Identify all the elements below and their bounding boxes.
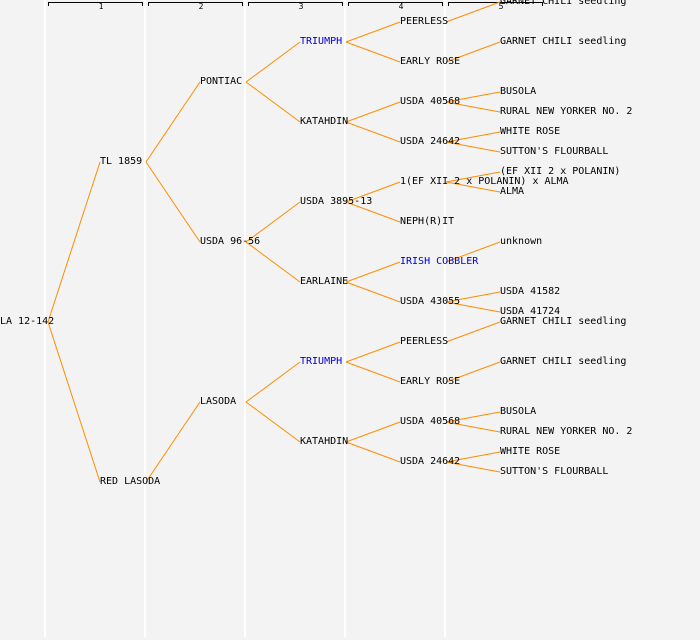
pedigree-connector [345, 21, 401, 43]
pedigree-connector [345, 101, 401, 123]
column-separator [144, 0, 146, 637]
pedigree-node: SUTTON'S FLOURBALL [500, 466, 609, 477]
pedigree-connector [245, 401, 301, 443]
generation-bracket [148, 2, 243, 6]
pedigree-connector [445, 131, 501, 143]
pedigree-node: USDA 24642 [400, 136, 461, 147]
pedigree-node: USDA 24642 [400, 456, 461, 467]
column-separator [44, 0, 46, 637]
pedigree-connector [445, 241, 501, 263]
pedigree-node: SUTTON'S FLOURBALL [500, 146, 609, 157]
pedigree-node: GARNET CHILI seedling [500, 0, 627, 7]
pedigree-connector [445, 101, 501, 113]
pedigree-node: KATAHDIN [300, 436, 349, 447]
pedigree-connector [47, 321, 101, 483]
pedigree-node: RED LASODA [100, 476, 161, 487]
generation-bracket [348, 2, 443, 6]
pedigree-node: BUSOLA [500, 86, 537, 97]
column-separator [244, 0, 246, 637]
column-separator [344, 0, 346, 637]
pedigree-node: KATAHDIN [300, 116, 349, 127]
pedigree-node: RURAL NEW YORKER NO. 2 [500, 106, 633, 117]
pedigree-node-link[interactable]: IRISH COBBLER [400, 256, 479, 267]
pedigree-connector [345, 341, 401, 363]
pedigree-connector [445, 321, 501, 343]
pedigree-node-link[interactable]: TRIUMPH [300, 36, 343, 47]
pedigree-connector [345, 201, 401, 223]
pedigree-node: unknown [500, 236, 543, 247]
pedigree-node: ALMA [500, 186, 525, 197]
pedigree-node: GARNET CHILI seedling [500, 316, 627, 327]
pedigree-node: 1(EF XII 2 x POLANIN) x ALMA [400, 176, 569, 187]
pedigree-connector [345, 281, 401, 303]
pedigree-node: USDA 41582 [500, 286, 561, 297]
pedigree-connector [445, 451, 501, 463]
pedigree-node: (EF XII 2 x POLANIN) [500, 166, 621, 177]
pedigree-node: RURAL NEW YORKER NO. 2 [500, 426, 633, 437]
pedigree-node: BUSOLA [500, 406, 537, 417]
pedigree-connector [245, 241, 301, 283]
pedigree-node: NEPH(R)IT [400, 216, 455, 227]
pedigree-connector [445, 361, 501, 383]
pedigree-connector [445, 421, 501, 433]
generation-bracket [248, 2, 343, 6]
pedigree-connector [445, 141, 501, 153]
generation-number: 2 [198, 2, 204, 11]
pedigree-connector [445, 171, 501, 183]
pedigree-node: EARLAINE [300, 276, 349, 287]
pedigree-node: USDA 41724 [500, 306, 561, 317]
pedigree-connector [145, 81, 201, 163]
pedigree-node: LA 12-142 [0, 316, 55, 327]
pedigree-connector [245, 361, 301, 403]
pedigree-node: WHITE ROSE [500, 446, 561, 457]
pedigree-node: EARLY ROSE [400, 376, 461, 387]
generation-number: 5 [498, 2, 504, 11]
pedigree-node: USDA 3895-13 [300, 196, 373, 207]
pedigree-connector [145, 161, 201, 243]
pedigree-connector [345, 361, 401, 383]
pedigree-connector [245, 41, 301, 83]
pedigree-node: TL 1859 [100, 156, 143, 167]
pedigree-connector [47, 161, 101, 323]
pedigree-connector [445, 41, 501, 63]
pedigree-node: USDA 96-56 [200, 236, 261, 247]
pedigree-connector [345, 261, 401, 283]
pedigree-connector [445, 411, 501, 423]
pedigree-node: PEERLESS [400, 336, 449, 347]
pedigree-node: USDA 43055 [400, 296, 461, 307]
pedigree-node: GARNET CHILI seedling [500, 36, 627, 47]
pedigree-connector [345, 41, 401, 63]
pedigree-connector [445, 1, 501, 23]
pedigree-connector [345, 441, 401, 463]
pedigree-node: GARNET CHILI seedling [500, 356, 627, 367]
column-separator [444, 0, 446, 637]
pedigree-connector [245, 81, 301, 123]
pedigree-connector [445, 291, 501, 303]
pedigree-connector [445, 301, 501, 313]
pedigree-connector [445, 91, 501, 103]
pedigree-connector [145, 401, 201, 483]
pedigree-connector [445, 181, 501, 193]
generation-number: 1 [98, 2, 104, 11]
pedigree-connector [345, 421, 401, 443]
pedigree-node: LASODA [200, 396, 237, 407]
pedigree-node-link[interactable]: TRIUMPH [300, 356, 343, 367]
pedigree-node: PONTIAC [200, 76, 243, 87]
pedigree-connector [245, 201, 301, 243]
generation-number: 3 [298, 2, 304, 11]
generation-bracket [48, 2, 143, 6]
generation-number: 4 [398, 2, 404, 11]
pedigree-connector [445, 461, 501, 473]
generation-bracket [448, 2, 543, 6]
pedigree-connector [345, 181, 401, 203]
pedigree-node: PEERLESS [400, 16, 449, 27]
pedigree-node: WHITE ROSE [500, 126, 561, 137]
pedigree-node: USDA 40568 [400, 416, 461, 427]
pedigree-node: EARLY ROSE [400, 56, 461, 67]
pedigree-node: USDA 40568 [400, 96, 461, 107]
pedigree-connector [345, 121, 401, 143]
